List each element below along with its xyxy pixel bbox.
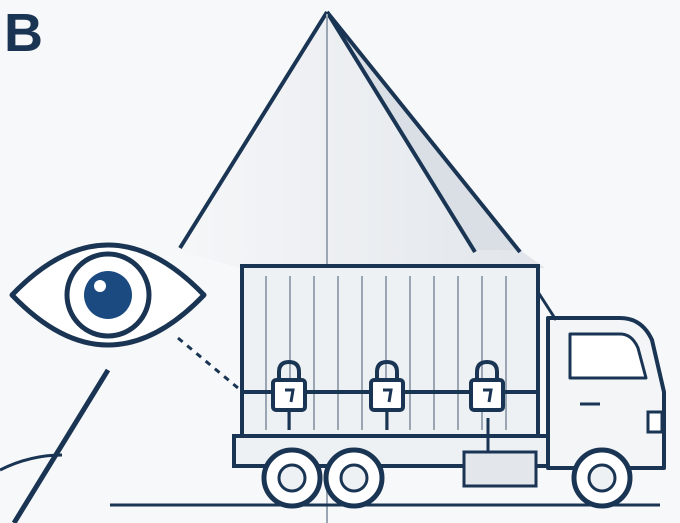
fuel-tank (464, 452, 536, 486)
wheel-rear-2 (326, 450, 382, 506)
wheel-rear-1 (264, 450, 320, 506)
eye-icon (12, 245, 204, 345)
sight-line (0, 338, 238, 523)
cab-window (570, 334, 646, 378)
wheel-front (574, 450, 630, 506)
cargo-container (242, 266, 538, 440)
